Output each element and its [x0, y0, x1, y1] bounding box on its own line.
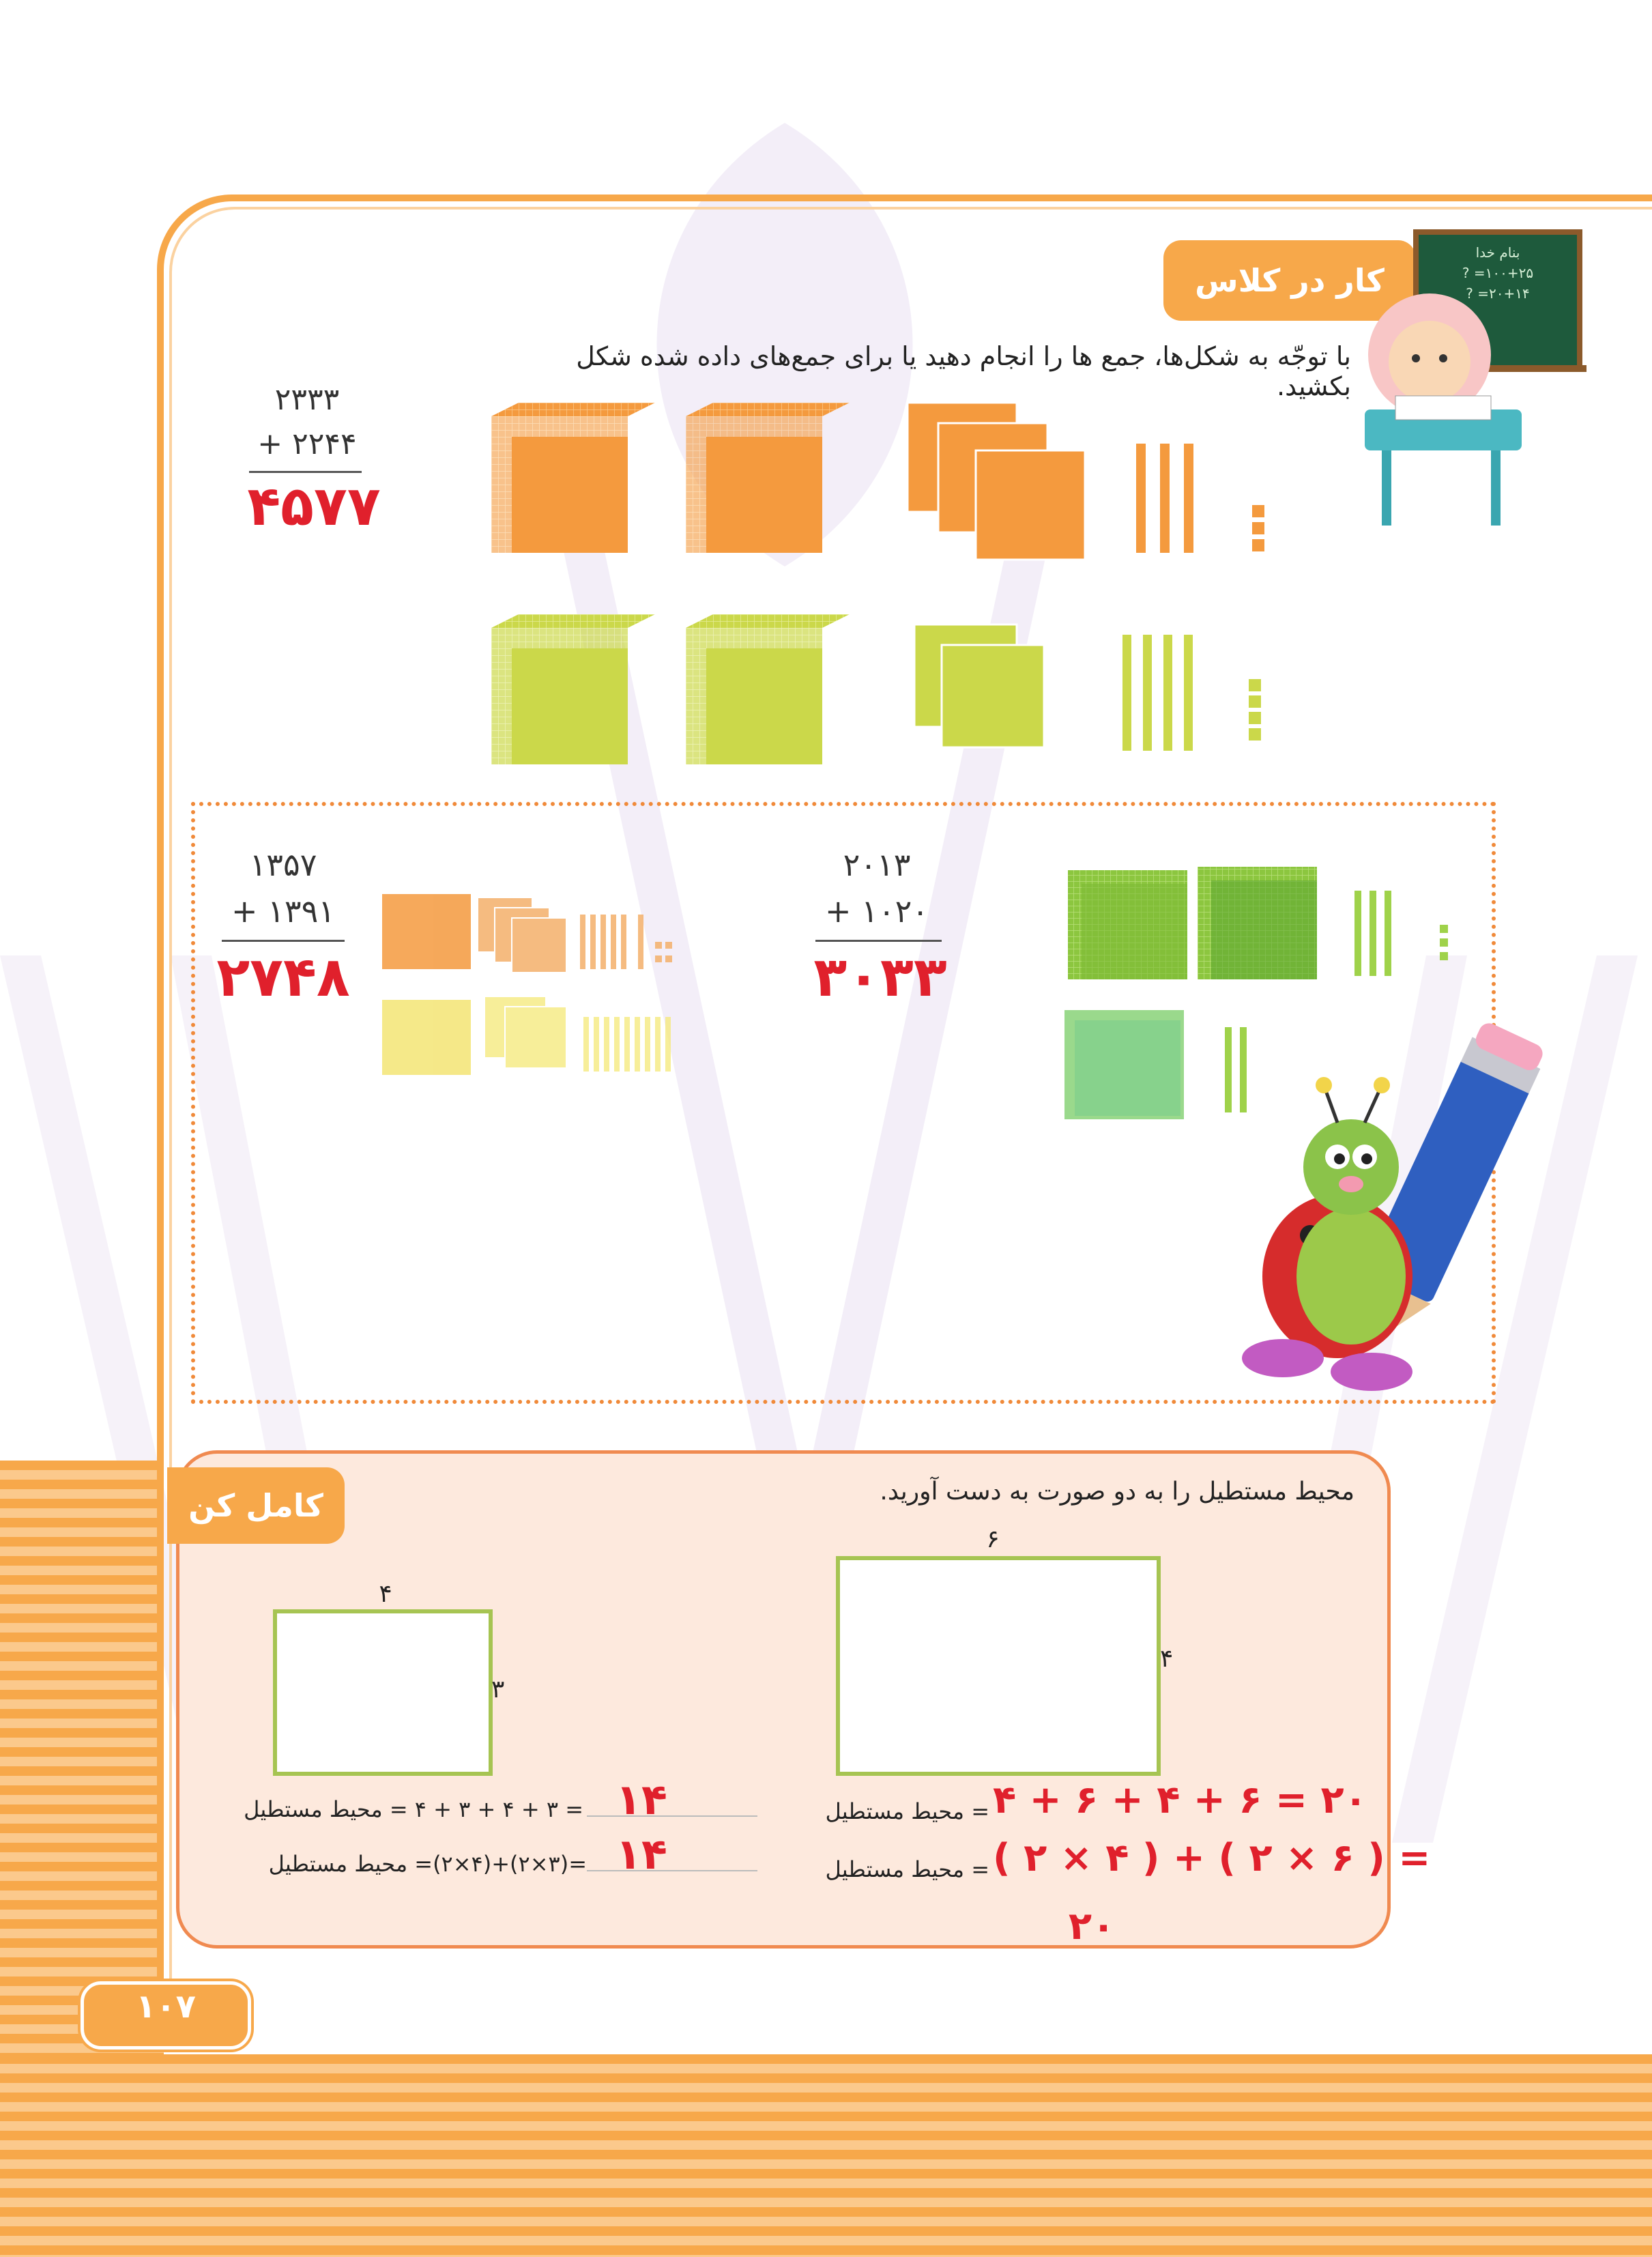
girl-at-desk-illustration	[1354, 225, 1593, 532]
page-number: ۱۰۷	[136, 1987, 196, 2026]
right-answer-2: = ( ۶ × ۲ ) + ( ۴ × ۲ )	[993, 1836, 1431, 1880]
problem2-bottom: + ۱۳۹۱	[231, 893, 335, 930]
board-line-1: بنام خدا	[1475, 244, 1520, 261]
problem2-answer: ۲۷۴۸	[216, 945, 350, 1009]
mint-cube	[1064, 1010, 1184, 1119]
left-answer-2: ۱۴	[615, 1829, 667, 1879]
bug-with-pencil-illustration	[1235, 1017, 1549, 1399]
problem1-top: ۲۳۳۳	[274, 382, 340, 417]
rect-small	[273, 1609, 493, 1776]
rect-small-side-label: ۳	[491, 1676, 505, 1703]
problem3-line	[815, 940, 942, 942]
orange-flats	[906, 401, 1086, 561]
rect-large-side-label: ۴	[1160, 1645, 1174, 1673]
orange-rods	[1136, 444, 1193, 553]
page-number-pill	[81, 1981, 251, 2050]
lime-cube-2	[1198, 867, 1317, 979]
lime-cube-1	[1068, 870, 1187, 979]
class-work-title: کار در کلاس	[1163, 240, 1416, 321]
page-frame	[157, 195, 1652, 2044]
problem2-line	[222, 940, 345, 942]
problem1-answer: ۴۵۷۷	[247, 474, 381, 538]
right-equation-2: = محیط مستطیل	[825, 1856, 989, 1882]
board-line-2: ۱۰۰+۲۵= ?	[1462, 265, 1534, 281]
class-work-instruction: با توجّه به شکل‌ها، جمع ها را انجام دهید…	[576, 341, 1351, 401]
complete-instruction: محیط مستطیل را به دو صورت به دست آورید.	[880, 1478, 1354, 1506]
left-blank-1	[587, 1815, 757, 1817]
problem2-blocks	[382, 887, 751, 1085]
orange-units	[1252, 505, 1264, 551]
problem1-blocks-green	[491, 614, 1276, 792]
problem1-blocks-orange	[491, 401, 1276, 580]
right-answer-2-result: ۲۰	[1068, 1904, 1116, 1949]
left-equation-1: = ۳ + ۴ + ۳ + ۴ = محیط مستطیل	[244, 1796, 583, 1822]
left-equation-2: =(۳×۲)+(۴×۲)= محیط مستطیل	[268, 1851, 587, 1877]
problem3-bottom: + ۱۰۲۰	[825, 893, 929, 930]
lime-units	[1440, 925, 1448, 960]
board-text: بنام خدا ۱۰۰+۲۵= ? ۲۰+۱۴= ?	[1423, 242, 1573, 304]
mint-rods	[1225, 1027, 1247, 1112]
rect-large-top-label: ۶	[986, 1525, 1000, 1553]
right-equation-1: = محیط مستطیل	[825, 1798, 989, 1824]
green-cube-2	[686, 614, 850, 764]
green-units	[1249, 679, 1261, 741]
green-flats	[913, 623, 1045, 749]
complete-title: کامل کن	[167, 1467, 345, 1544]
board-line-3: ۲۰+۱۴= ?	[1466, 285, 1530, 302]
problem3-top: ۲۰۱۳	[843, 846, 911, 883]
rect-small-top-label: ۴	[379, 1580, 392, 1608]
problem3-answer: ۳۰۳۳	[813, 945, 947, 1009]
problem3-blocks	[1061, 857, 1470, 1123]
orange-cube-1	[491, 403, 655, 553]
right-answer-1: ۲۰ = ۶ + ۴ + ۶ + ۴	[993, 1778, 1367, 1822]
left-blank-2	[587, 1870, 757, 1871]
lime-rods	[1354, 891, 1391, 976]
page-frame-inner	[169, 207, 1652, 2039]
problem2-top: ۱۳۵۷	[249, 846, 317, 883]
green-cube-1	[491, 614, 655, 764]
rect-large	[836, 1556, 1161, 1776]
green-rods	[1122, 635, 1193, 751]
problem1-bottom: + ۲۲۴۴	[257, 427, 357, 461]
left-answer-1: ۱۴	[615, 1774, 667, 1824]
orange-cube-2	[686, 403, 850, 553]
bottom-stripe-band	[0, 2054, 1652, 2257]
problem1-line	[249, 471, 362, 473]
